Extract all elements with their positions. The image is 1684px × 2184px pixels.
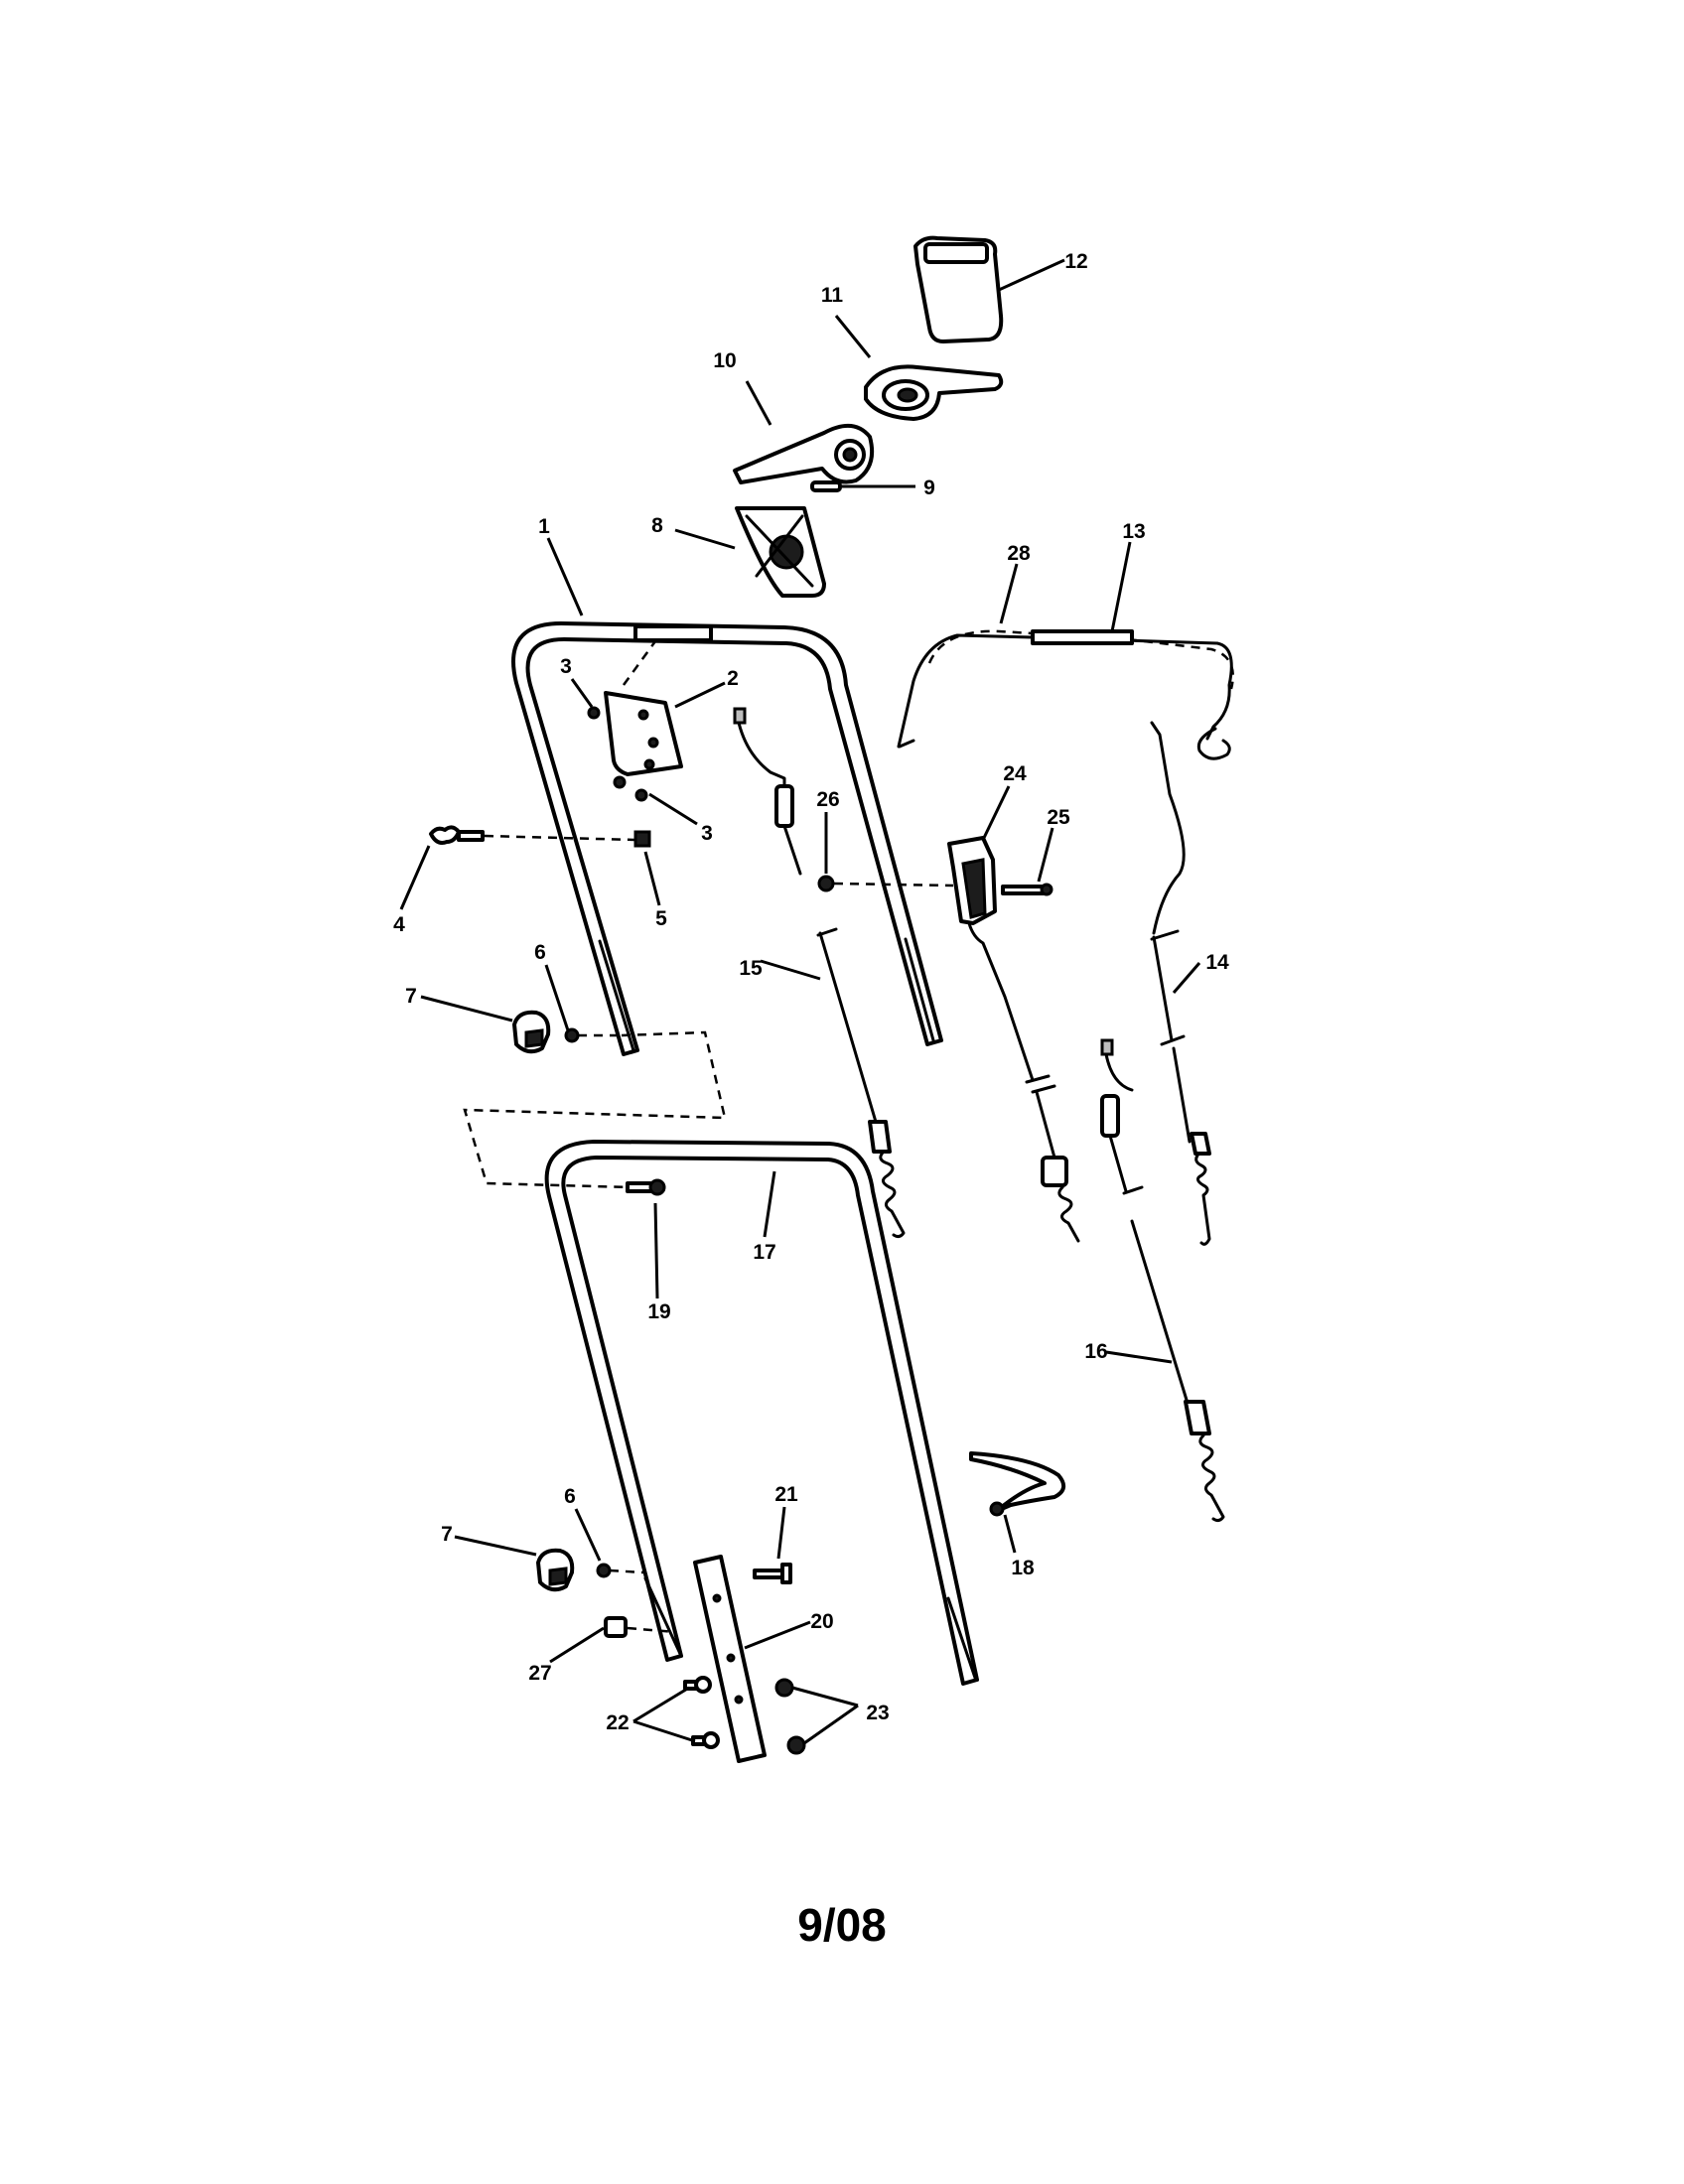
flange-nuts [774,1678,806,1755]
roll-pin [810,480,842,492]
operator-bail [897,629,1234,760]
engine-brake-cable [1150,721,1211,1246]
leader-lines [399,258,1201,1745]
callout-23: 23 [866,1702,889,1724]
push-nut [817,875,954,892]
callout-21: 21 [774,1483,798,1506]
wing-knob-upper [463,1010,727,1189]
screws [587,706,648,802]
callout-19: 19 [647,1300,670,1323]
callout-7-upper: 7 [405,985,417,1008]
cable-tie [969,1451,1066,1517]
drive-control [947,836,1080,1243]
callout-22: 22 [606,1711,629,1734]
bracket-plate [604,640,683,776]
callout-3-lower: 3 [701,822,713,845]
callout-3-upper: 3 [560,655,572,678]
hex-nut [633,830,651,848]
callout-labels: 1 2 3 3 4 5 6 7 8 9 10 11 12 13 14 15 16… [393,250,1229,1734]
drive-cable [733,707,906,1239]
callout-13: 13 [1122,520,1145,543]
control-knob [864,364,1004,421]
callout-15: 15 [739,957,763,980]
callout-16: 16 [1084,1340,1107,1363]
hex-bolt [753,1563,792,1584]
control-base [735,506,826,598]
callout-25: 25 [1047,806,1070,829]
mounting-plate [693,1555,767,1763]
callout-28: 28 [1007,542,1031,565]
callout-14: 14 [1205,951,1229,974]
callout-7-lower: 7 [441,1523,453,1546]
callout-20: 20 [810,1610,833,1633]
callout-26: 26 [816,788,839,811]
callout-4: 4 [393,913,405,936]
callout-12: 12 [1064,250,1087,273]
callout-8: 8 [651,514,663,537]
callout-27: 27 [528,1662,551,1685]
lower-handle [544,1140,979,1686]
revision-date: 9/08 [797,1899,887,1951]
upper-handle [511,621,943,1056]
callout-5: 5 [655,907,667,930]
callout-10: 10 [713,349,736,372]
callout-18: 18 [1011,1557,1035,1579]
callout-17: 17 [753,1241,775,1264]
control-cover [913,235,1004,343]
callout-6-upper: 6 [534,941,546,964]
callout-2: 2 [727,667,739,690]
clevis-pin [1001,883,1053,896]
wing-knob-lower [536,1548,644,1592]
callout-1: 1 [538,515,550,538]
carriage-bolt-knob [429,825,636,845]
callout-9: 9 [923,477,935,499]
control-lever [733,424,875,484]
callout-11: 11 [821,284,844,307]
shoulder-bolts [683,1676,720,1749]
callout-24: 24 [1003,762,1027,785]
callout-6-lower: 6 [564,1485,576,1508]
carriage-bolt [626,1178,666,1196]
lock-nut [604,1616,676,1638]
wheel-drive-cable [1100,1038,1225,1523]
